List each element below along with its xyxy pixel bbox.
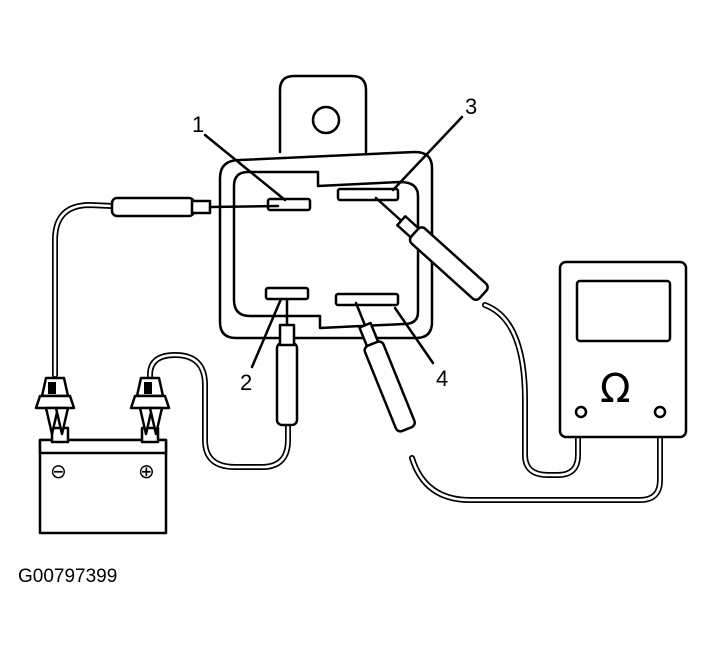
leader-3 xyxy=(391,115,464,192)
alligator-clips xyxy=(34,376,171,436)
terminal-labels: 1 3 2 4 xyxy=(192,94,477,395)
label-terminal-3: 3 xyxy=(465,94,477,119)
leader-2 xyxy=(250,297,283,369)
wires xyxy=(52,201,663,503)
probe-terminal-2 xyxy=(275,298,299,427)
meter-jack-right xyxy=(653,405,667,419)
wire-battery-to-terminal-2 xyxy=(147,351,291,470)
wire-terminal-3-to-meter xyxy=(482,302,581,478)
leader-4 xyxy=(393,306,435,365)
label-terminal-1: 1 xyxy=(192,112,204,137)
probe-terminal-3 xyxy=(374,196,489,301)
terminal-1-slot xyxy=(266,197,312,212)
probes xyxy=(110,196,489,433)
leader-lines xyxy=(203,115,464,369)
battery: ⊖ ⊕ xyxy=(38,426,168,535)
terminal-4-slot xyxy=(334,292,400,307)
probe-terminal-4 xyxy=(354,301,416,433)
label-terminal-4: 4 xyxy=(436,366,448,391)
terminal-3-slot xyxy=(336,187,400,202)
figure-code: G00797399 xyxy=(18,566,117,587)
leader-1 xyxy=(203,133,287,202)
battery-body xyxy=(38,438,168,535)
wire-battery-to-terminal-1 xyxy=(52,201,115,378)
probe-terminal-1 xyxy=(110,196,280,218)
ohm-symbol: Ω xyxy=(600,366,631,412)
alligator-clip-negative xyxy=(34,376,76,436)
label-terminal-2: 2 xyxy=(240,370,252,395)
meter-display xyxy=(575,279,672,343)
terminal-2-slot xyxy=(264,286,310,301)
negative-terminal-icon: ⊖ xyxy=(50,459,67,483)
wire-terminal-4-to-meter xyxy=(409,434,663,503)
ohmmeter: Ω xyxy=(558,260,688,439)
alligator-clip-positive xyxy=(129,376,171,436)
positive-terminal-icon: ⊕ xyxy=(138,459,155,483)
meter-jack-left xyxy=(574,405,588,419)
mounting-hole xyxy=(311,105,341,135)
